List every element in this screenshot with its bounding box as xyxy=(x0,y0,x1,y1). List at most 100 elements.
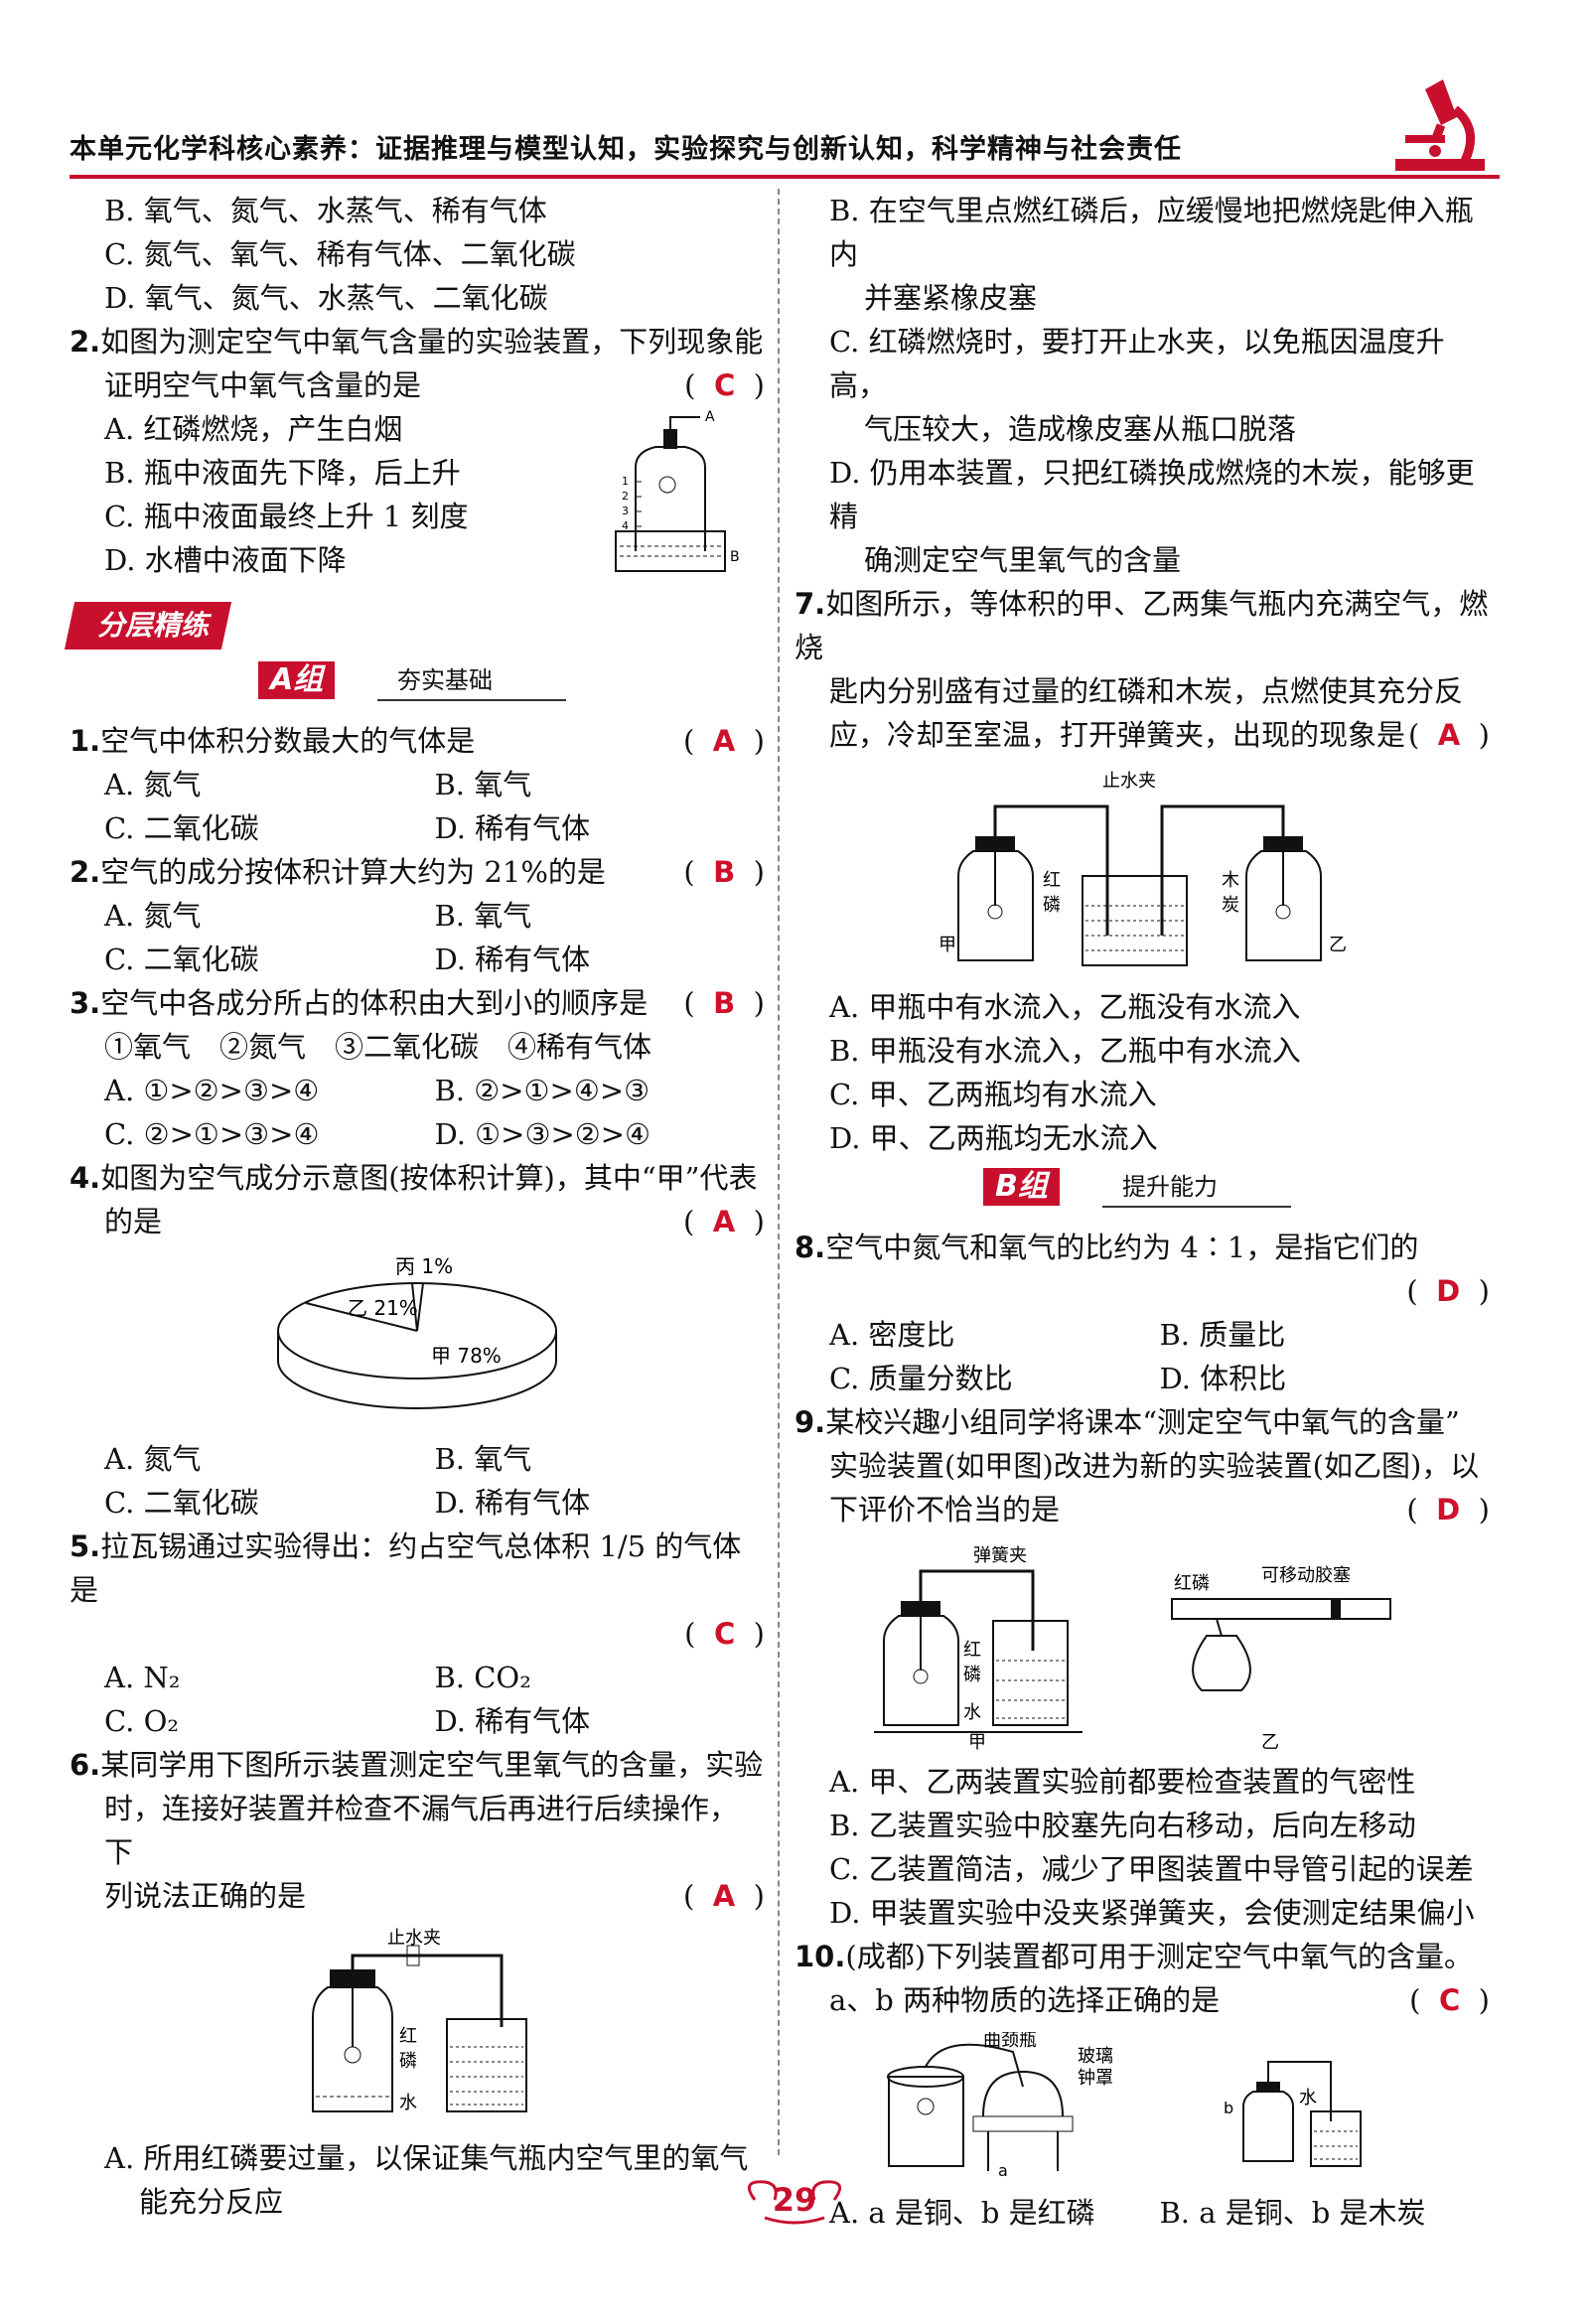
option-b: B. 瓶中液面先下降，后上升 xyxy=(104,456,461,490)
header-rule xyxy=(70,175,1500,179)
fig-label-a: a xyxy=(998,2161,1008,2180)
question-number: 2. xyxy=(70,325,101,359)
answer: A xyxy=(712,1205,736,1238)
left-column: B. 氧气、氮气、水蒸气、稀有气体 C. 氮气、氧气、稀有气体、二氧化碳 D. … xyxy=(64,189,765,2224)
fig-label-glass: 玻璃 xyxy=(1078,2046,1113,2067)
option-d-cont: 确测定空气里氧气的含量 xyxy=(864,543,1182,577)
question-6: 6.某同学用下图所示装置测定空气里氧气的含量，实验 时，连接好装置并检查不漏气后… xyxy=(70,1743,765,2224)
question-text: 某校兴趣小组同学将课本“测定空气中氧气的含量” xyxy=(825,1405,1460,1439)
pie-label-jia: 甲 78% xyxy=(431,1344,502,1368)
right-column: B. 在空气里点燃红磷后，应缓慢地把燃烧匙伸入瓶内 并塞紧橡皮塞 C. 红磷燃烧… xyxy=(795,189,1490,2235)
header-text: 本单元化学科核心素养：证据推理与模型认知，实验探究与创新认知，科学精神与社会责任 xyxy=(70,134,1182,165)
answer-bracket: ( B ) xyxy=(683,986,765,1020)
group-subtitle: 夯实基础 xyxy=(377,661,566,701)
fig-tick-2: 2 xyxy=(622,490,629,503)
option-d: D. 仍用本装置，只把红磷换成燃烧的木炭，能够更精 xyxy=(829,456,1475,533)
page-number: 29 xyxy=(772,2181,817,2219)
question-2: 2.空气的成分按体积计算大约为 21%的是 ( B ) A. 氮气 B. 氧气 C… xyxy=(70,850,765,981)
option-b: B. 氧气 xyxy=(434,899,532,933)
option-a: A. ①>②>③>④ xyxy=(104,1074,320,1107)
question-number: 8. xyxy=(795,1231,826,1264)
answer-bracket: ( D ) xyxy=(1406,1274,1490,1308)
fig-label-wood: 木 xyxy=(1222,870,1239,891)
group-subtitle: 提升能力 xyxy=(1102,1168,1291,1208)
question-5: 5.拉瓦锡通过实验得出：约占空气总体积 1/5 的气体是 ( C ) A. N₂… xyxy=(70,1525,765,1743)
option-b: B. CO₂ xyxy=(434,1661,531,1694)
prev-option-b: B. 氧气、氮气、水蒸气、稀有气体 xyxy=(104,194,547,227)
option-c: C. 甲、乙两瓶均有水流入 xyxy=(829,1078,1157,1111)
option-a: A. 红磷燃烧，产生白烟 xyxy=(104,412,403,446)
answer: A xyxy=(712,1879,736,1913)
section-title: 分层精练 xyxy=(64,602,232,650)
option-a: A. 氮气 xyxy=(104,899,202,933)
question-9: 9.某校兴趣小组同学将课本“测定空气中氧气的含量” 实验装置(如甲图)改进为新的… xyxy=(795,1400,1490,1935)
fig-label-a: A xyxy=(705,409,715,425)
question-text: 空气中氮气和氧气的比约为 4∶1，是指它们的 xyxy=(825,1231,1419,1264)
option-d: D. 稀有气体 xyxy=(434,811,591,845)
option-b: B. 甲瓶没有水流入，乙瓶中有水流入 xyxy=(829,1034,1301,1068)
option-a: A. 甲、乙两装置实验前都要检查装置的气密性 xyxy=(829,1765,1416,1799)
fig-label-charcoal: 炭 xyxy=(1222,895,1239,916)
answer: A xyxy=(1437,718,1461,752)
fig-label-water: 水 xyxy=(399,2093,417,2113)
question-text: 如图为测定空气中氧气含量的实验装置，下列现象能 xyxy=(100,325,764,359)
question-text: 空气中体积分数最大的气体是 xyxy=(100,724,476,758)
bell-jar-apparatus-figure: A B 1 2 3 4 xyxy=(615,409,740,572)
question-number: 9. xyxy=(795,1405,826,1439)
two-bottle-apparatus-figure: 止水夹 红 磷 木 炭 甲 乙 xyxy=(939,771,1347,966)
option-c: C. 质量分数比 xyxy=(829,1362,1013,1395)
option-d: D. ①>③>②>④ xyxy=(434,1117,651,1151)
question-text: 拉瓦锡通过实验得出：约占空气总体积 1/5 的气体是 xyxy=(70,1529,742,1607)
air-composition-pie-figure: 丙 1% 乙 21% 甲 78% xyxy=(277,1254,557,1409)
fig-label-yi: 乙 xyxy=(1261,1732,1279,1750)
answer-bracket: ( D ) xyxy=(1406,1493,1490,1526)
fig-label-movable-plug: 可移动胶塞 xyxy=(1261,1565,1351,1586)
fig-label-water: 水 xyxy=(963,1702,981,1723)
question-text: 空气的成分按体积计算大约为 21%的是 xyxy=(100,855,606,889)
option-c: C. 红磷燃烧时，要打开止水夹，以免瓶因温度升高， xyxy=(829,325,1445,402)
question-7: 7.如图所示，等体积的甲、乙两集气瓶内充满空气，燃烧 匙内分别盛有过量的红磷和木… xyxy=(795,582,1490,1160)
prev-option-d: D. 氧气、氮气、水蒸气、二氧化碳 xyxy=(104,281,548,315)
fig-label-b: b xyxy=(1224,2099,1233,2117)
question-number: 2. xyxy=(70,855,101,889)
question-number: 10. xyxy=(795,1940,846,1973)
question-text: 如图所示，等体积的甲、乙两集气瓶内充满空气，燃烧 xyxy=(795,587,1489,664)
option-a: A. a 是铜、b 是红磷 xyxy=(829,2196,1095,2230)
answer-bracket: ( B ) xyxy=(683,855,765,889)
question-number: 6. xyxy=(70,1748,101,1782)
page-number-badge: 29 xyxy=(735,2170,854,2230)
option-a: A. 密度比 xyxy=(829,1318,955,1352)
fig-label-water: 水 xyxy=(1299,2088,1317,2108)
option-b: B. 氧气 xyxy=(434,768,532,801)
answer-bracket: ( C ) xyxy=(684,1617,765,1651)
question-number: 5. xyxy=(70,1529,101,1563)
option-b: B. 乙装置实验中胶塞先向右移动，后向左移动 xyxy=(829,1809,1416,1842)
fig-label-b: B xyxy=(730,549,740,565)
option-d: D. 水槽中液面下降 xyxy=(104,543,347,577)
fig-label-jia: 甲 xyxy=(968,1732,986,1750)
option-d: D. 体积比 xyxy=(1159,1362,1287,1395)
option-d: D. 稀有气体 xyxy=(434,1704,591,1738)
option-d: D. 甲装置实验中没夹紧弹簧夹，会使测定结果偏小 xyxy=(829,1896,1475,1930)
option-b: B. ②>①>④>③ xyxy=(434,1074,650,1107)
question-text: (成都)下列装置都可用于测定空气中氧气的含量。 xyxy=(845,1940,1474,1973)
option-d: D. 甲、乙两瓶均无水流入 xyxy=(829,1121,1158,1155)
page-header: 本单元化学科核心素养：证据推理与模型认知，实验探究与创新认知，科学精神与社会责任 xyxy=(70,127,1500,179)
answer: D xyxy=(1436,1274,1461,1308)
option-c: C. 乙装置简洁，减少了甲图装置中导管引起的误差 xyxy=(829,1852,1474,1886)
option-a: A. 所用红磷要过量，以保证集气瓶内空气里的氧气 xyxy=(104,2141,749,2175)
lavoisier-apparatus-figure: 曲颈瓶 玻璃 钟罩 a b 水 xyxy=(887,2032,1362,2180)
answer: C xyxy=(713,1617,736,1651)
question-number: 4. xyxy=(70,1161,101,1195)
fig-label-bell-jar: 钟罩 xyxy=(1078,2068,1113,2089)
question-text-2: 时，连接好装置并检查不漏气后再进行后续操作，下 xyxy=(104,1792,739,1869)
page-number-ornament-icon xyxy=(747,2180,842,2225)
option-b: B. a 是铜、b 是木炭 xyxy=(1159,2196,1426,2230)
option-c: C. 二氧化碳 xyxy=(104,943,259,976)
fig-tick-4: 4 xyxy=(622,519,629,532)
question-10: 10.(成都)下列装置都可用于测定空气中氧气的含量。 a、b 两种物质的选择正确… xyxy=(795,1935,1490,2235)
question-text-3: 下评价不恰当的是 xyxy=(829,1493,1061,1526)
answer-bracket: ( C ) xyxy=(684,368,765,402)
